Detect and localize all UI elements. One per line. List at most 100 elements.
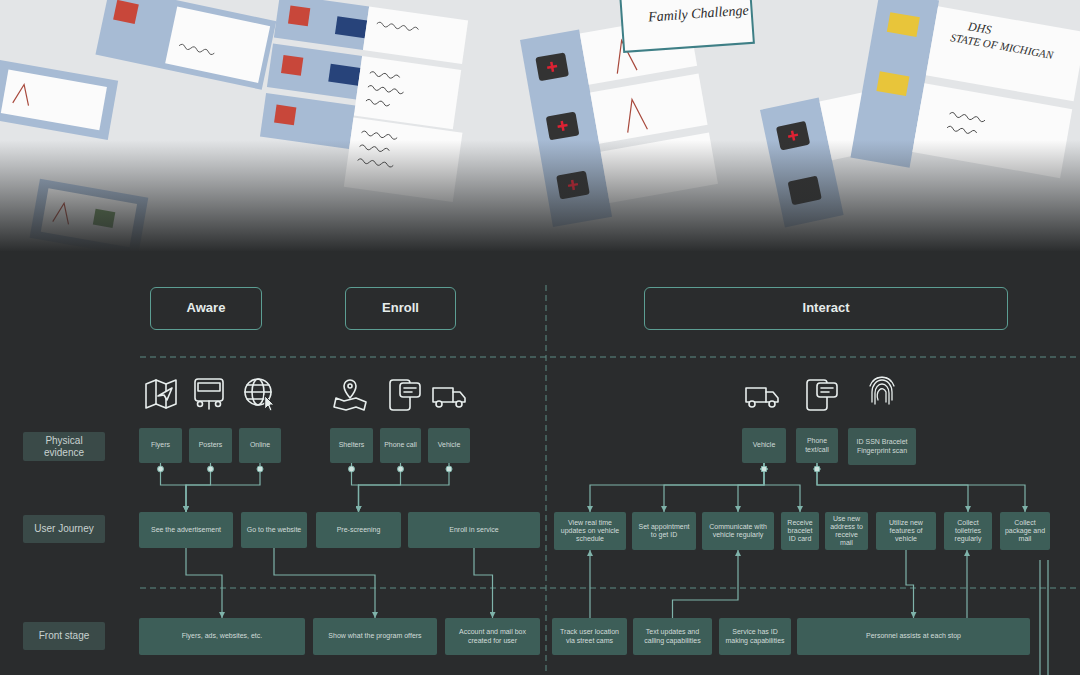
box-text: Phone text/call	[799, 437, 835, 453]
connector-dot	[208, 466, 214, 472]
box-text: Utilize new features of vehicle	[879, 519, 933, 543]
front-stage-box: Account and mail box created for user	[445, 618, 540, 655]
box-text: Interact	[803, 301, 850, 316]
connector	[664, 463, 764, 512]
journey-box: Enroll in service	[408, 512, 540, 548]
box-text: Aware	[187, 301, 226, 316]
evidence-box: Online	[239, 428, 281, 463]
box-text: Collect toiletries regularly	[947, 519, 989, 543]
journey-box: Collect toiletries regularly	[944, 512, 992, 550]
row-label: User Journey	[23, 515, 105, 543]
box-text: Front stage	[39, 630, 90, 642]
photo-fade	[0, 140, 1080, 252]
front-stage-box: Flyers, ads, websites, etc.	[139, 618, 305, 655]
evidence-box: Flyers	[139, 428, 182, 463]
connector	[186, 463, 260, 512]
box-text: Vehicle	[438, 441, 461, 449]
box-text: Enroll in service	[449, 526, 498, 534]
connector	[906, 550, 914, 618]
box-text: Flyers	[151, 441, 170, 449]
evidence-box: ID SSN Bracelet Fingerprint scan	[848, 428, 916, 465]
offpage-line	[1040, 560, 1048, 675]
connector	[474, 548, 493, 618]
box-text: Track user location via street cams	[555, 628, 624, 644]
box-text: ID SSN Bracelet Fingerprint scan	[851, 438, 913, 454]
truck-icon	[746, 388, 778, 407]
evidence-box: Shelters	[330, 428, 373, 463]
box-text: Phone call	[384, 441, 417, 449]
connector	[738, 463, 764, 512]
box-text: Posters	[199, 441, 223, 449]
connector	[817, 463, 968, 512]
box-text: Physical evidence	[27, 435, 101, 458]
journey-box: Collect package and mail	[1000, 512, 1050, 550]
connector	[186, 548, 222, 618]
box-text: Set appointment to get ID	[635, 523, 693, 539]
box-text: See the advertisement	[151, 526, 221, 534]
box-text: Enroll	[382, 301, 419, 316]
front-stage-box: Text updates and calling capabilities	[633, 618, 712, 655]
truck-icon	[433, 388, 465, 407]
front-stage-box: Track user location via street cams	[552, 618, 627, 655]
handwritten-note: STATE OF MICHIGAN	[950, 31, 1054, 61]
panel-ground	[0, 251, 1080, 275]
box-text: View real time updates on vehicle schedu…	[557, 519, 623, 543]
connector	[359, 463, 401, 512]
map-icon	[146, 380, 176, 408]
phone-chat-icon	[807, 380, 837, 410]
connector-dot	[398, 466, 404, 472]
connector	[589, 550, 590, 618]
box-text: Shelters	[339, 441, 365, 449]
box-text: Flyers, ads, websites, etc.	[182, 632, 263, 640]
journey-box: Set appointment to get ID	[632, 512, 696, 550]
front-stage-box: Show what the program offers	[313, 618, 437, 655]
bus-icon	[195, 379, 223, 409]
evidence-box: Phone text/call	[796, 428, 838, 463]
connector-dot	[761, 466, 767, 472]
connector-dot	[761, 466, 767, 472]
journey-box: Go to the website	[241, 512, 307, 548]
connector-dot	[446, 466, 452, 472]
box-text: Account and mail box created for user	[448, 628, 537, 644]
connector	[817, 463, 1025, 512]
connector-dot	[158, 466, 164, 472]
box-text: Show what the program offers	[328, 632, 421, 640]
evidence-box: Posters	[189, 428, 232, 463]
row-label: Physical evidence	[23, 432, 105, 461]
connector	[359, 463, 450, 512]
row-label: Front stage	[23, 622, 105, 650]
connector	[161, 463, 187, 512]
box-text: Receive bracelet ID card	[784, 519, 816, 543]
handwritten-note: Family Challenge	[648, 3, 750, 25]
journey-box: See the advertisement	[139, 512, 233, 548]
box-text: Personnel assists at each stop	[866, 632, 961, 640]
evidence-box: Vehicle	[742, 428, 786, 463]
box-text: Go to the website	[247, 526, 301, 534]
phone-chat-icon	[390, 380, 420, 410]
connector-dot	[814, 466, 820, 472]
journey-box: Utilize new features of vehicle	[876, 512, 936, 550]
connector	[186, 463, 211, 512]
photo-cards	[0, 0, 1080, 257]
connector	[966, 550, 967, 618]
location-map-icon	[334, 380, 366, 410]
evidence-box: Vehicle	[428, 428, 470, 463]
journey-box: Receive bracelet ID card	[781, 512, 819, 550]
phase-box: Aware	[150, 287, 262, 330]
box-text: Text updates and calling capabilities	[636, 628, 709, 644]
box-text: Communicate with vehicle regularly	[705, 523, 771, 539]
connector-dot	[349, 466, 355, 472]
phase-box: Enroll	[345, 287, 456, 330]
evidence-box: Phone call	[380, 428, 421, 463]
connector-dot	[761, 466, 767, 472]
box-text: Collect package and mail	[1003, 519, 1047, 543]
journey-box: Use new address to receive mail	[825, 512, 868, 550]
connector	[274, 548, 375, 618]
connector	[590, 463, 764, 512]
dashed-divider	[140, 285, 1080, 675]
box-text: User Journey	[34, 523, 93, 535]
journey-box: Pre-screening	[316, 512, 401, 548]
connector	[673, 550, 739, 618]
